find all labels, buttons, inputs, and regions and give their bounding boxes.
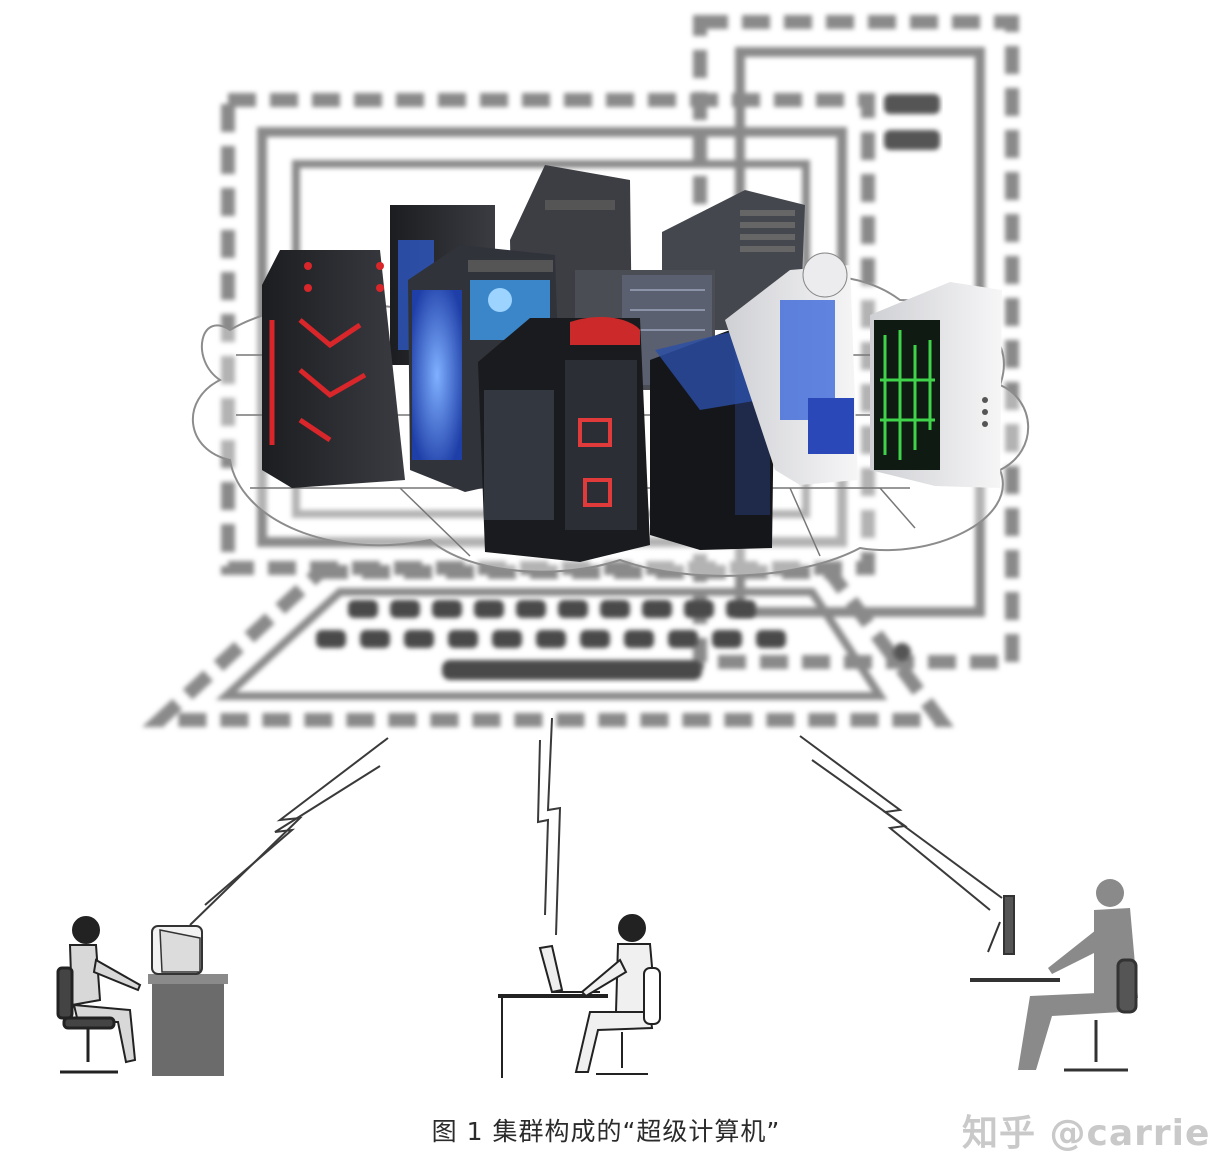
keyboard-keys	[316, 600, 786, 680]
keyboard-outline	[142, 565, 954, 727]
pc-tower-cluster	[262, 165, 1002, 562]
office-chair-center	[596, 967, 661, 1075]
zhihu-watermark: 知乎 @carrie	[962, 1113, 1211, 1154]
man-at-laptop-icon	[498, 914, 661, 1078]
desk-center	[498, 994, 608, 1078]
keyboard-inner	[215, 588, 888, 700]
drive-bays	[884, 94, 940, 661]
office-chair-left	[56, 966, 118, 1074]
woman-figure	[68, 916, 142, 1064]
person-at-lcd-monitor-icon	[970, 879, 1138, 1072]
lcd-monitor-icon	[987, 895, 1015, 955]
woman-at-crt-monitor-icon	[56, 916, 228, 1076]
person-figure	[1018, 879, 1138, 1070]
wireless-link-center	[536, 717, 562, 936]
figure-caption: 图 1 集群构成的“超级计算机”	[431, 1117, 781, 1146]
man-figure	[574, 914, 658, 1073]
tower-black-center	[478, 316, 650, 562]
wireless-link-right	[799, 735, 1003, 911]
wireless-link-left	[189, 737, 389, 926]
tower-white	[725, 252, 858, 485]
tower-green	[870, 282, 1002, 488]
tower-red-accent	[262, 250, 405, 488]
office-chair-right	[1064, 958, 1138, 1072]
desk-left	[152, 982, 224, 1076]
crt-monitor-icon	[151, 925, 203, 975]
